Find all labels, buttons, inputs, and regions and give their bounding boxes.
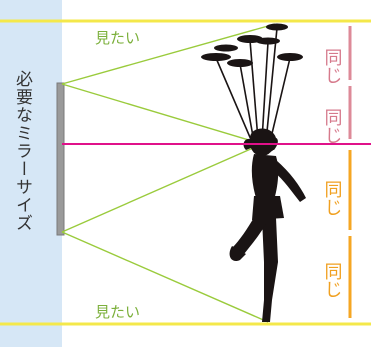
- label-want-top: 見たい: [95, 29, 140, 47]
- required-mirror-size-label: 必要なミラーサイズ: [12, 70, 32, 232]
- sight-line-top-mirror-eye: [61, 83, 263, 145]
- label-same-1: 同じ: [322, 48, 343, 84]
- side-panel: [0, 0, 62, 347]
- label-want-bottom: 見たい: [95, 303, 140, 321]
- sight-lines: [61, 23, 276, 323]
- person-silhouette: [201, 23, 306, 322]
- sight-line-bottom-mirror-eye: [61, 143, 263, 233]
- label-same-4: 同じ: [322, 262, 343, 298]
- label-same-2: 同じ: [322, 108, 343, 144]
- mirror: [56, 82, 65, 236]
- sight-line-bottom-foot: [61, 231, 269, 323]
- label-same-3: 同じ: [322, 180, 343, 216]
- sight-line-top-eye: [61, 23, 276, 85]
